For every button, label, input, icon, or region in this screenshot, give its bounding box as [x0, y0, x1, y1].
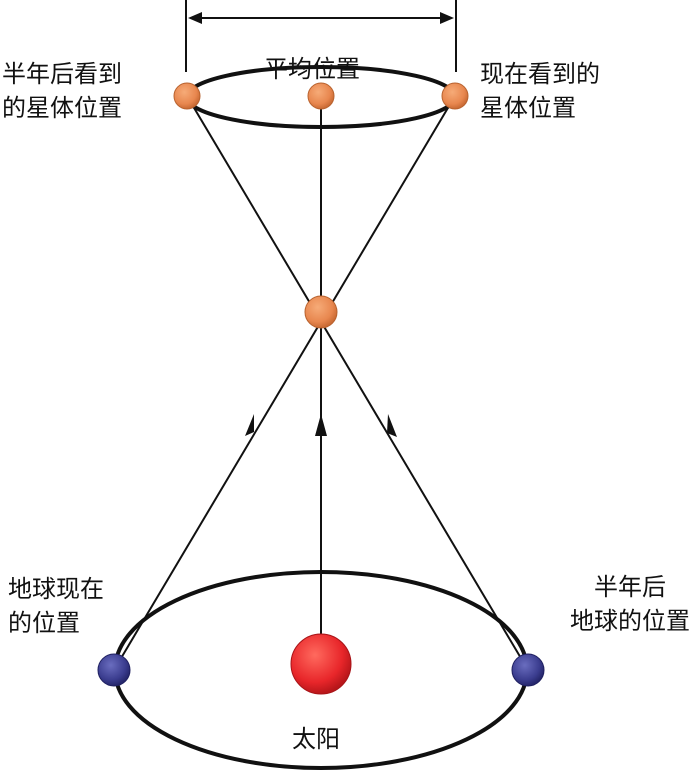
label-average-position: 平均位置 [264, 55, 360, 83]
earth-half-year-dot [511, 653, 545, 687]
label-star-now: 现在看到的 星体位置 [480, 60, 600, 122]
sight-line-earth-half-year [186, 95, 529, 671]
arrow-left-line [245, 414, 254, 436]
direction-arrows [245, 414, 397, 437]
bracket-arrow-left [188, 12, 202, 24]
earth-now-dot [97, 653, 131, 687]
star-actual-dot [304, 295, 338, 329]
arrow-center-line [315, 414, 327, 436]
sun-dot [290, 633, 352, 695]
arrow-right-line [387, 414, 397, 437]
bracket-arrow-right [440, 12, 454, 24]
label-earth-now: 地球现在 的位置 [8, 575, 104, 637]
star-now-dot [441, 82, 469, 110]
label-sun: 太阳 [292, 725, 340, 753]
label-star-half-year: 半年后看到 的星体位置 [2, 60, 122, 122]
sight-line-earth-now [113, 95, 456, 671]
star-half-year-dot [173, 82, 201, 110]
width-dimension-bracket [185, 0, 457, 72]
sight-lines [113, 95, 529, 671]
label-earth-half-year: 半年后 地球的位置 [570, 573, 690, 635]
star-average-dot [307, 82, 335, 110]
